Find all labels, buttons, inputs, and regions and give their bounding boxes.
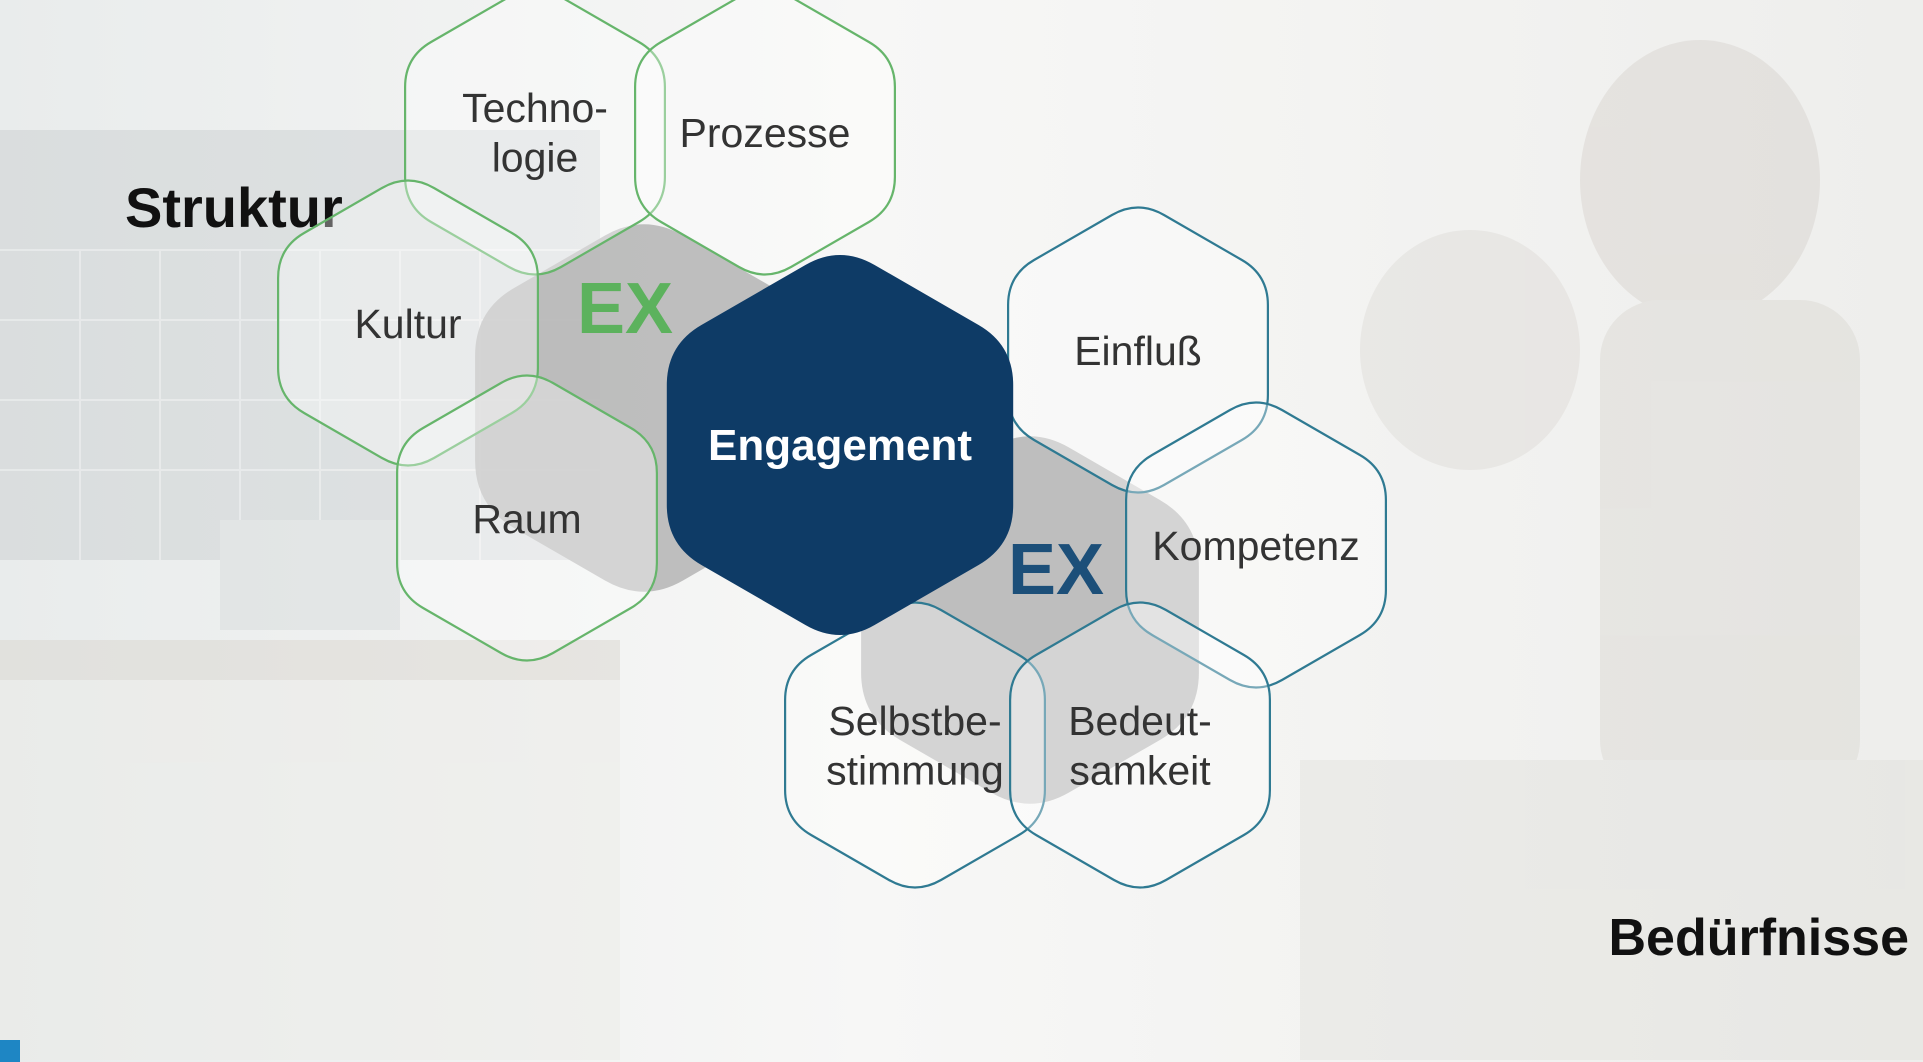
- hexagon-bedeutsamkeit: [1009, 601, 1271, 889]
- label-raum-line: Raum: [472, 496, 581, 542]
- label-selbstbestimmung-line: stimmung: [826, 747, 1004, 793]
- group-label-beduerfnisse: Bedürfnisse: [1608, 909, 1909, 967]
- core-label-beduerfnisse: EX: [1008, 530, 1104, 610]
- label-prozesse-line: Prozesse: [680, 110, 851, 156]
- label-kultur-line: Kultur: [354, 301, 461, 347]
- hexagon-selbstbestimmung: [784, 601, 1046, 889]
- center-hexagon-engagement: [666, 255, 1014, 635]
- hexagon-prozesse: [634, 0, 896, 276]
- group-label-struktur: Struktur: [125, 176, 343, 239]
- label-bedeutsamkeit-line: samkeit: [1069, 747, 1211, 793]
- hexagon-kultur: [277, 179, 539, 467]
- label-technologie-line: logie: [492, 134, 579, 180]
- hexagon-technologie: [404, 0, 666, 276]
- label-bedeutsamkeit-line: Bedeut-: [1068, 698, 1212, 744]
- hexagon-einfluss: [1007, 206, 1269, 494]
- hexagon-raum: [396, 374, 658, 662]
- label-technologie-line: Techno-: [462, 85, 608, 131]
- label-kompetenz-line: Kompetenz: [1152, 523, 1359, 569]
- label-selbstbestimmung-line: Selbstbe-: [828, 698, 1001, 744]
- accent-bar: [0, 1040, 20, 1062]
- label-einfluss-line: Einfluß: [1074, 328, 1202, 374]
- hexagon-kompetenz: [1125, 401, 1387, 689]
- center-label: Engagement: [708, 421, 972, 470]
- core-label-struktur: EX: [577, 269, 673, 349]
